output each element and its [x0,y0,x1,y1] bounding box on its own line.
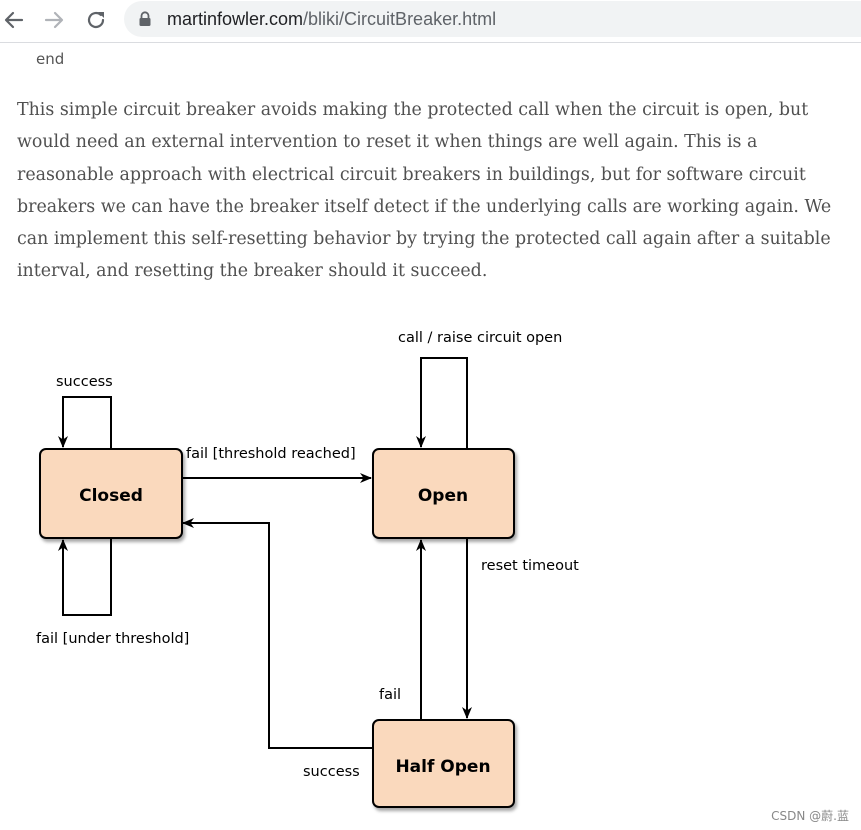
browser-toolbar: martinfowler.com/bliki/CircuitBreaker.ht… [0,0,861,40]
forward-button[interactable] [40,6,68,34]
url-host: martinfowler.com [167,9,304,29]
label-half-open-success: success [303,764,360,780]
label-half-open-fail: fail [379,687,401,703]
address-bar[interactable]: martinfowler.com/bliki/CircuitBreaker.ht… [124,1,861,37]
state-closed-label: Closed [79,486,143,506]
reload-button[interactable] [82,6,110,34]
url-text: martinfowler.com/bliki/CircuitBreaker.ht… [167,8,496,30]
forward-arrow-icon [44,11,64,29]
label-threshold-reached: fail [threshold reached] [186,446,356,462]
watermark: CSDN @蔚.蓝 [771,809,849,823]
toolbar-divider [0,42,861,43]
code-snippet-tail: end [36,50,65,68]
closed-self-loop-bottom [58,538,112,616]
label-raise-circuit-open: call / raise circuit open [398,330,562,346]
state-open-box [372,448,515,539]
url-path: /bliki/CircuitBreaker.html [303,9,497,29]
arrow-half-open-to-closed [182,518,373,749]
label-closed-fail-under: fail [under threshold] [36,631,189,647]
state-diagram: success fail [under threshold] fail [thr… [36,330,579,808]
reload-icon [87,11,105,29]
state-half-open-box [372,719,515,808]
state-closed-box [39,448,183,539]
state-half-open-label: Half Open [395,757,490,777]
back-arrow-icon [4,11,24,29]
back-button[interactable] [0,6,28,34]
article-paragraph: This simple circuit breaker avoids makin… [17,100,832,282]
closed-self-loop-top [58,396,112,449]
state-open-label: Open [418,486,468,506]
label-reset-timeout: reset timeout [481,558,579,574]
label-closed-success: success [56,374,113,390]
lock-icon [139,11,151,26]
open-self-loop [416,357,468,449]
